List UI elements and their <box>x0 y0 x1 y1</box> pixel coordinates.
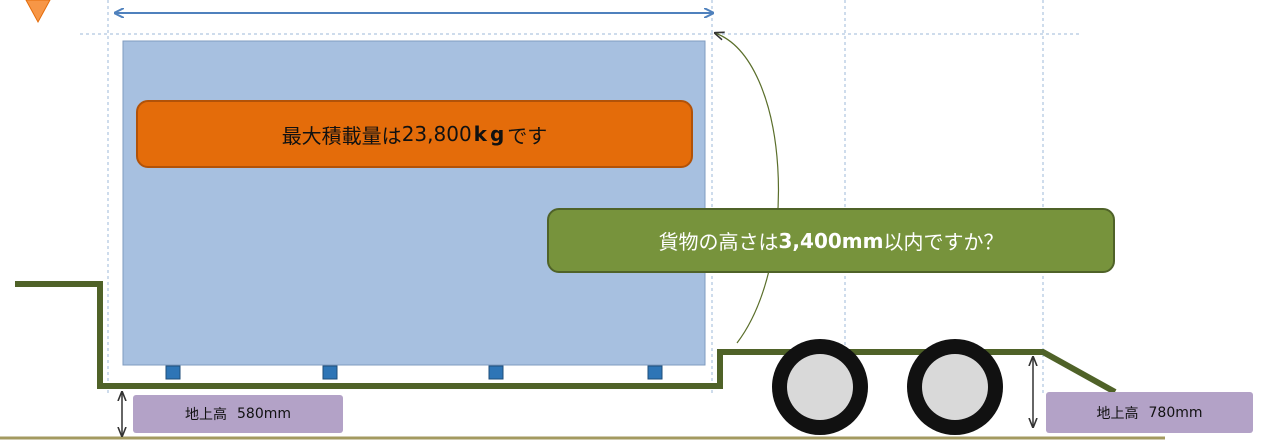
cargo-box <box>122 40 706 366</box>
wheel-front <box>772 339 868 435</box>
height-curve-arrow <box>715 33 780 344</box>
ground-height-right-value: 780mm <box>1148 404 1203 421</box>
ground-height-left-value: 580mm <box>237 406 291 422</box>
ground-height-label-left: 地上高 580mm <box>133 395 343 433</box>
max-load-prefix: 最大積載量は <box>281 123 402 148</box>
height-question-suffix: 以内ですか？ <box>883 230 1004 254</box>
height-question-box: 貨物の高さは 3,400mm 以内ですか？ <box>547 208 1115 273</box>
position-marker-icon <box>25 0 51 24</box>
ground-height-label-right: 地上高 780mm <box>1046 392 1253 433</box>
trailer-frame <box>15 281 1117 395</box>
max-load-weight: 23,800 <box>401 122 472 146</box>
wheel-rear <box>907 339 1003 435</box>
height-limit-value: 3,400mm <box>778 228 884 253</box>
ground-height-right-label: 地上高 <box>1096 405 1139 422</box>
max-load-suffix: です <box>507 123 548 148</box>
height-question-prefix: 貨物の高さは <box>658 230 779 254</box>
cargo-feet <box>165 365 663 380</box>
max-load-notice: 最大積載量は 23,800 kg です <box>136 100 693 168</box>
ground-height-left-label: 地上高 <box>185 407 227 423</box>
max-load-unit: kg <box>473 122 508 146</box>
guide-lines <box>80 0 1080 395</box>
